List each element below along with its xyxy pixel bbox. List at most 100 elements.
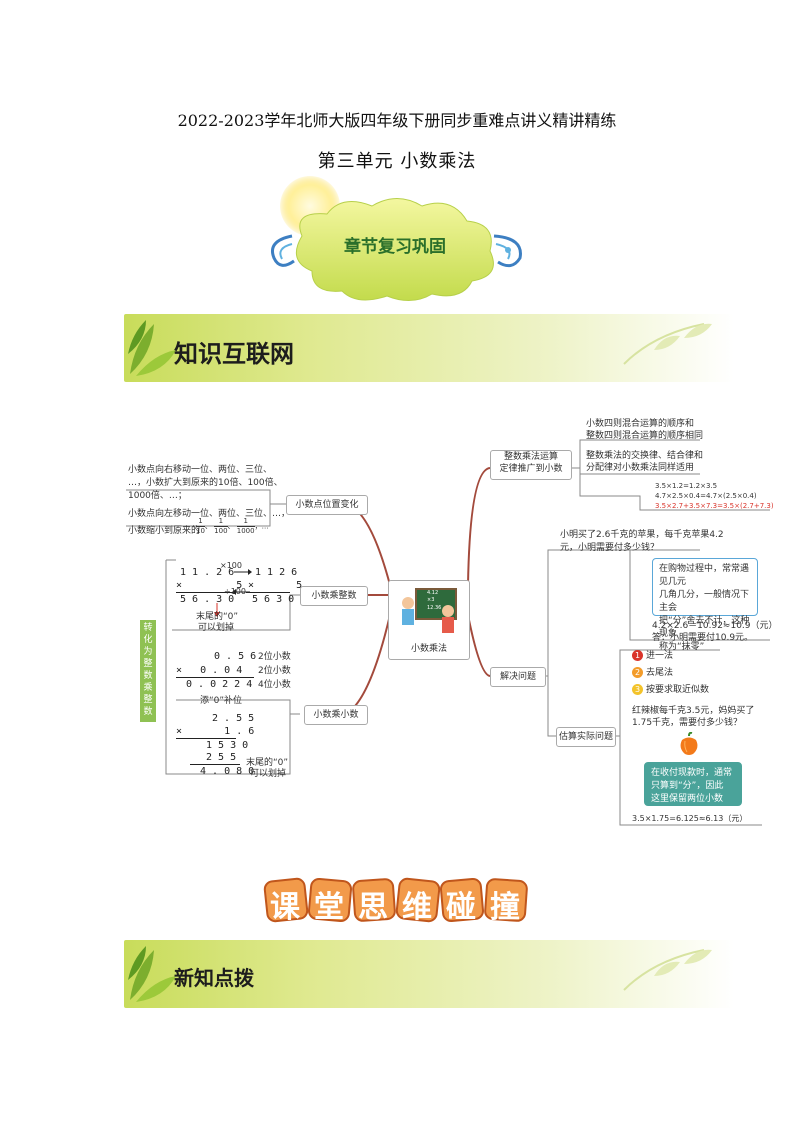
calc-left-rule xyxy=(176,592,234,593)
law-note-2a: 整数乘法的交换律、结合律和 xyxy=(586,451,704,461)
center-node-label: 小数乘法 xyxy=(410,644,447,654)
side-char: 整 xyxy=(143,659,153,669)
estimate-problem-2: 1.75千克，需要付多少钱？ xyxy=(632,718,743,728)
calc-right-rule xyxy=(246,592,290,593)
node-position-change: 小数点位置变化 xyxy=(286,495,368,515)
callout-two-decimals: 在收付现款时，通常 只算到“分”，因此 这里保留两位小数 xyxy=(644,762,742,806)
method-3-text: 按要求取近似数 xyxy=(646,685,710,695)
side-label: 转 化 为 整 数 乘 整 数 xyxy=(140,620,156,722)
calc2-line-3: 1 5 3 0 xyxy=(206,740,249,751)
document-title: 2022-2023学年北师大版四年级下册同步重难点讲义精讲精练 xyxy=(177,111,617,130)
arrow-icons xyxy=(232,569,252,595)
digits-1: 2位小数 xyxy=(258,652,291,662)
sub-lines xyxy=(126,439,770,826)
zero-note-1: 末尾的“0” xyxy=(196,612,239,622)
node-solve: 解决问题 xyxy=(490,667,546,687)
fraction-3-num: 1 xyxy=(236,517,255,527)
node-times-decimal: 小数乘小数 xyxy=(304,705,368,725)
calc-left-line-3: 5 6 . 3 0 xyxy=(180,594,235,605)
calc1-line-3: 0 . 0 2 2 4 xyxy=(186,679,253,690)
side-char: 整 xyxy=(143,695,153,705)
side-char: 化 xyxy=(143,635,153,645)
fraction-3-den: 1000 xyxy=(236,527,255,535)
digits-3: 4位小数 xyxy=(258,680,291,690)
callout-rounding: 在购物过程中，常常遇见几元 几角几分，一般情况下主会 把“分”舍去不计，这种现象… xyxy=(652,558,758,652)
side-char: 数 xyxy=(143,707,153,717)
method-2-text: 去尾法 xyxy=(646,668,674,678)
side-char: 为 xyxy=(143,647,153,657)
callout-green-line-1: 在收付现款时，通常 xyxy=(651,768,733,778)
teacher-students-icon xyxy=(402,588,457,633)
callout-green-line-3: 这里保留两位小数 xyxy=(651,794,724,804)
unit-title: 第三单元 小数乘法 xyxy=(317,151,477,172)
callout-line-1: 在购物过程中，常常遇见几元 xyxy=(659,564,750,587)
calc-left-line-2: × 5 xyxy=(176,580,243,591)
arrow-down-icon xyxy=(214,603,220,617)
leaf-icon xyxy=(128,320,176,376)
left-move-line-1: 小数点向左移动一位、两位、三位、…， xyxy=(128,509,291,519)
chalkboard-line-3: 12.36 xyxy=(427,605,442,611)
law-eq-1: 3.5×1.2=1.2×3.5 xyxy=(655,482,718,490)
arrow-divide-100: ÷100 xyxy=(224,587,246,596)
leaf-decoration-icon xyxy=(623,949,712,991)
calc2-rule-1 xyxy=(176,738,236,739)
callout-line-4: 称为“抹零” xyxy=(659,642,705,652)
right-move-line-1: 小数点向右移动一位、两位、三位、 xyxy=(128,465,273,475)
chalkboard-line-2: ×3 xyxy=(427,597,435,603)
node-times-integer: 小数乘整数 xyxy=(300,586,368,606)
right-move-line-3: 1000倍、…； xyxy=(128,491,187,501)
review-badge-text: 章节复习巩固 xyxy=(344,237,446,257)
leaf-decoration-icon xyxy=(623,323,712,365)
leaf-icon xyxy=(128,946,176,1002)
calc2-line-5: 4 . 0 8 0 xyxy=(200,766,255,777)
calc2-line-2: × 1 . 6 xyxy=(176,726,255,737)
answer-line-2: 答：小明需要付10.9元。 xyxy=(652,633,754,643)
zero-note-3: 末尾的“0” xyxy=(246,758,289,768)
zero-note-4: 可以划掉 xyxy=(250,769,287,779)
method-1-text: 进一法 xyxy=(646,651,674,661)
law-eq-3: 3.5×2.7+3.5×7.3=3.5×(2.7+7.3) xyxy=(655,502,774,510)
answer-line-1: 4.2×2.6＝10.92≈10.9（元） xyxy=(652,621,778,631)
side-char: 乘 xyxy=(143,683,153,693)
banner-new-knowledge-title: 新知点拨 xyxy=(174,966,254,990)
problem-line-1: 小明买了2.6千克的苹果，每千克苹果4.2 xyxy=(560,530,724,540)
law-note-1a: 小数四则混合运算的顺序和 xyxy=(586,419,695,429)
classroom-banner-text: 课堂思维碰撞 xyxy=(270,890,534,925)
classroom-banner: 课堂思维碰撞 xyxy=(262,874,532,926)
calc-left-line-1: 1 1 . 2 6 xyxy=(180,567,235,578)
sun-cloud-graphic xyxy=(271,176,522,301)
right-move-line-2: …，小数扩大到原来的10倍、100倍、 xyxy=(128,478,283,488)
fraction-2-den: 100 xyxy=(214,527,228,535)
banner-network: 知识互联网 xyxy=(124,314,734,382)
callout-line-2: 几角几分，一般情况下主会 xyxy=(659,590,750,613)
problem-line-2: 元，小明需要付多少钱？ xyxy=(560,543,660,553)
banner-network-title: 知识互联网 xyxy=(174,340,294,368)
digits-2: 2位小数 xyxy=(258,666,291,676)
zero-note-2: 可以划掉 xyxy=(198,623,235,633)
estimate-answer: 3.5×1.75=6.125≈6.13（元） xyxy=(632,814,748,823)
calc2-rule-2 xyxy=(190,764,240,765)
law-eq-2: 4.7×2.5×0.4=4.7×(2.5×0.4) xyxy=(655,492,757,500)
review-badge: 章节复习巩固 xyxy=(262,176,532,306)
arrow-times-100: ×100 xyxy=(220,561,242,570)
calc1-line-1: 0 . 5 6 xyxy=(214,651,257,662)
node-law: 整数乘法运算 定律推广到小数 xyxy=(490,450,572,480)
calc2-line-4: 2 5 5 xyxy=(206,752,237,763)
fraction-ellipsis: ，… xyxy=(254,522,269,531)
bubble-letters-graphic xyxy=(263,877,528,923)
law-note-1b: 整数四则混合运算的顺序相同 xyxy=(586,431,704,441)
side-char: 转 xyxy=(143,623,153,633)
node-law-line-1: 整数乘法运算 xyxy=(503,452,558,462)
node-estimate: 估算实际问题 xyxy=(556,727,616,747)
left-move-line-2: 小数缩小到原来的 xyxy=(128,526,201,536)
calc1-rule xyxy=(176,677,254,678)
calc-right-line-1: 1 1 2 6 xyxy=(255,567,298,578)
center-node: 4.12 ×3 12.36 小数乘法 xyxy=(388,580,470,660)
law-note-2b: 分配律对小数乘法同样适用 xyxy=(586,463,695,473)
fraction-2-num: 1 xyxy=(214,517,228,527)
fraction-1-den: 10 xyxy=(196,527,205,535)
